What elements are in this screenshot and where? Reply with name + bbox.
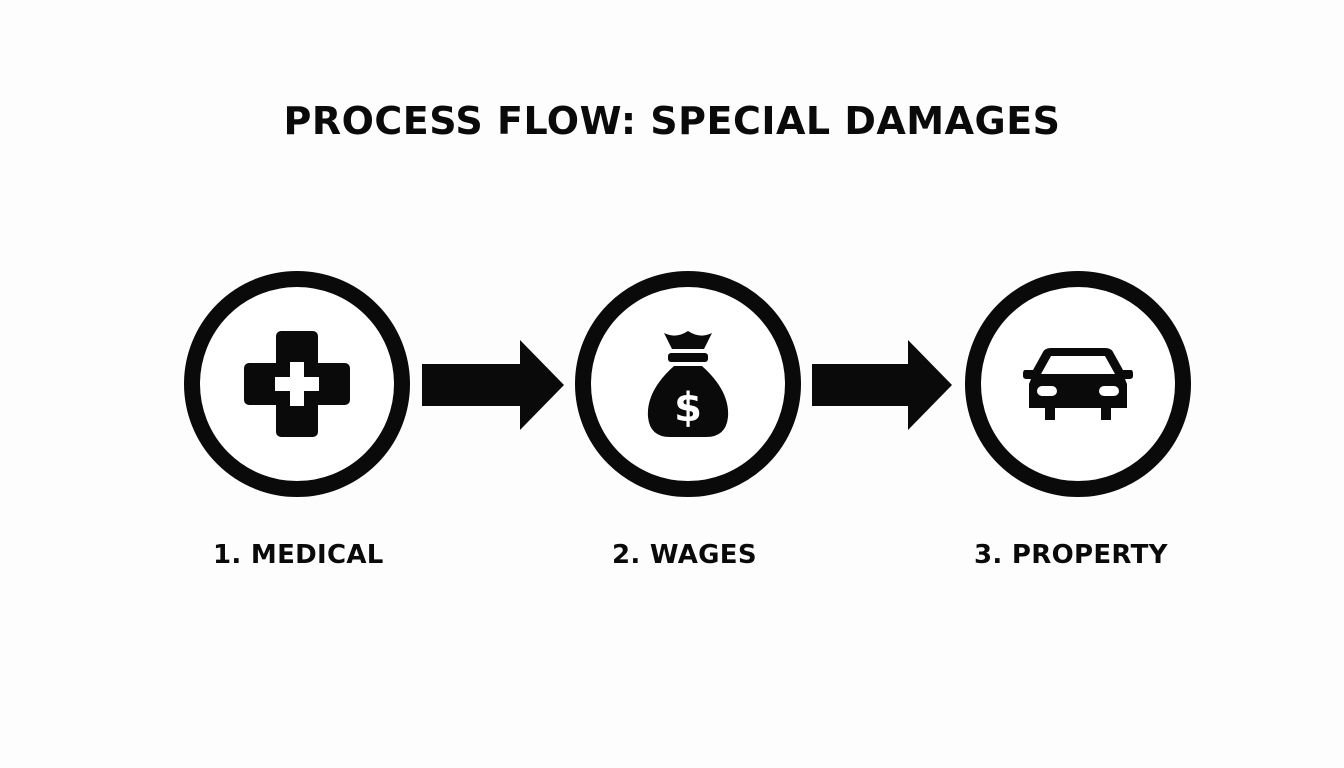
money-bag-icon: $ [647, 331, 729, 437]
medical-cross-icon [244, 331, 350, 437]
car-icon [1023, 348, 1133, 420]
step-label-property: 3. PROPERTY [974, 540, 1168, 570]
arrow-right-icon [422, 340, 564, 430]
arrow-right-icon [812, 340, 952, 430]
step-property-circle [965, 271, 1191, 497]
step-medical-circle [184, 271, 410, 497]
step-label-wages: 2. WAGES [612, 540, 757, 570]
svg-text:$: $ [674, 385, 702, 431]
step-label-medical: 1. MEDICAL [213, 540, 384, 570]
step-wages-circle: $ [575, 271, 801, 497]
diagram-title: PROCESS FLOW: SPECIAL DAMAGES [283, 99, 1061, 143]
